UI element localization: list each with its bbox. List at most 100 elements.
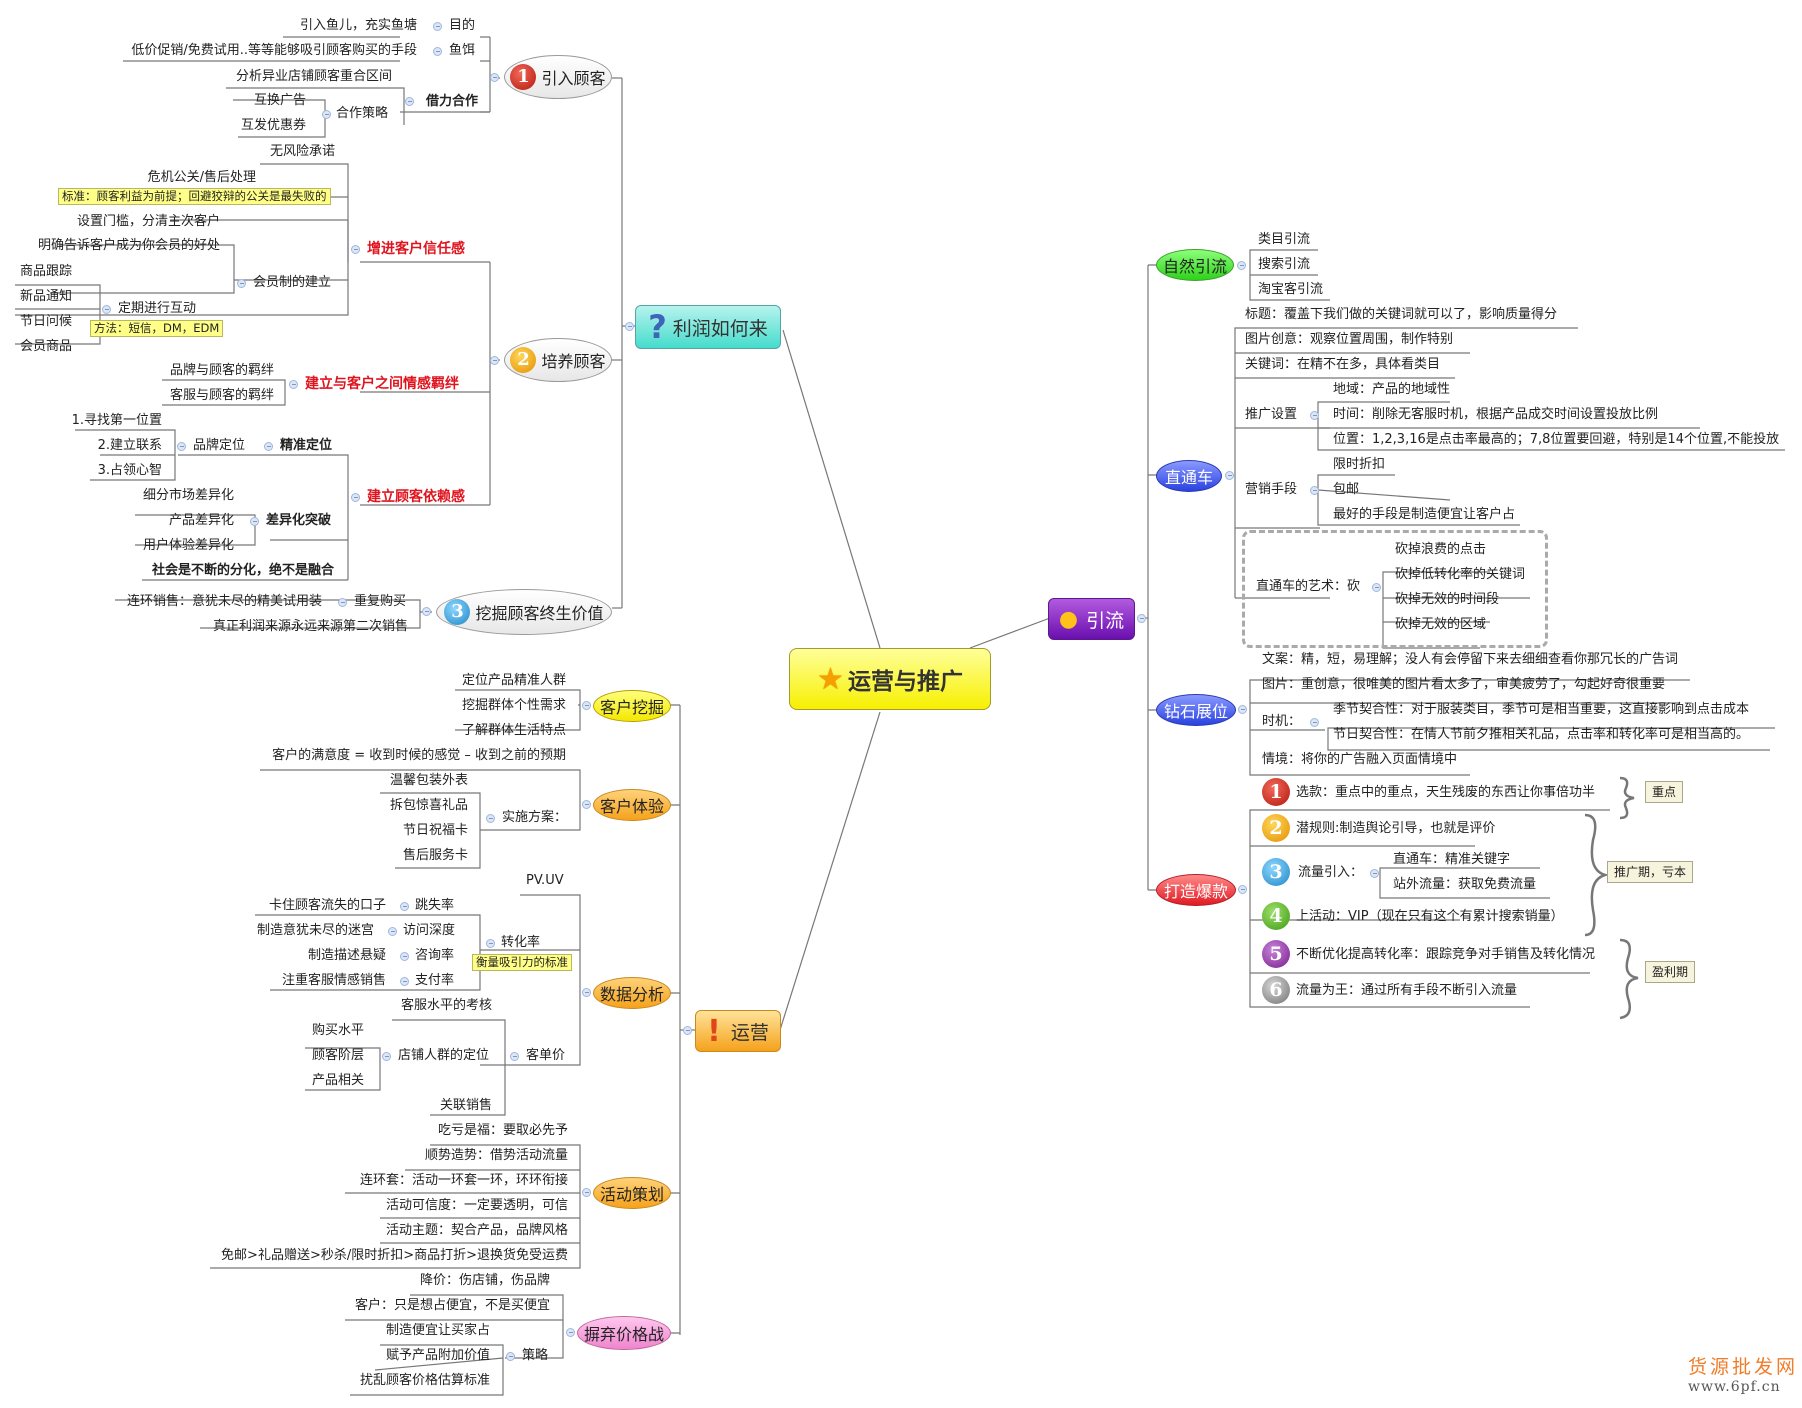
collapse-toggle[interactable] <box>1310 486 1319 495</box>
node-crowd-item[interactable]: 购买水平 <box>312 1023 365 1038</box>
node-interact-item[interactable]: 节日问候 <box>20 314 73 329</box>
node-activity-item[interactable]: 活动主题：契合产品，品牌风格 <box>385 1223 568 1238</box>
node-setting-item[interactable]: 时间：削除无客服时机，根据产品成交时间设置投放比例 <box>1333 407 1659 422</box>
node-conv-metric[interactable]: 访问深度 <box>403 923 456 938</box>
collapse-toggle[interactable] <box>400 902 409 911</box>
collapse-toggle[interactable] <box>625 322 634 331</box>
subtopic-data-analysis[interactable]: 数据分析 <box>593 977 671 1009</box>
collapse-toggle[interactable] <box>1370 869 1379 878</box>
collapse-toggle[interactable] <box>264 442 273 451</box>
subtopic-activity-planning[interactable]: 活动策划 <box>593 1177 671 1209</box>
node-ztc-setting[interactable]: 推广设置 <box>1245 407 1298 422</box>
collapse-toggle[interactable] <box>582 800 591 809</box>
collapse-toggle[interactable] <box>250 517 259 526</box>
collapse-toggle[interactable] <box>102 305 111 314</box>
collapse-toggle[interactable] <box>683 1026 692 1035</box>
node-member-m1[interactable]: 设置门槛，分清主次客户 <box>76 214 220 229</box>
collapse-toggle[interactable] <box>1310 411 1319 420</box>
subtopic-cultivate-customers[interactable]: 2 培养顾客 <box>504 338 612 382</box>
collapse-toggle[interactable] <box>388 927 397 936</box>
subtopic-abandon-price-war[interactable]: 摒弃价格战 <box>577 1316 671 1350</box>
collapse-toggle[interactable] <box>566 1328 575 1337</box>
node-activity-item[interactable]: 吃亏是福：要取必先予 <box>437 1123 568 1138</box>
node-conv-metric[interactable]: 咨询率 <box>415 948 455 963</box>
node-hot-step[interactable]: 选款：重点中的重点，天生残废的东西让你事倍功半 <box>1296 785 1596 800</box>
node-timing-item[interactable]: 季节契合性：对于服装类目，季节可是相当重要，这直接影响到点击成本 <box>1333 702 1750 717</box>
node-coop[interactable]: 借力合作 <box>425 94 478 109</box>
node-crowd-item[interactable]: 顾客阶层 <box>312 1048 365 1063</box>
collapse-toggle[interactable] <box>351 245 360 254</box>
node-diff-item[interactable]: 细分市场差异化 <box>142 488 234 503</box>
node-hot-step[interactable]: 不断优化提高转化率：跟踪竞争对手销售及转化情况 <box>1296 947 1596 962</box>
collapse-toggle[interactable] <box>400 952 409 961</box>
node-experience-plan[interactable]: 实施方案： <box>502 810 568 825</box>
node-member[interactable]: 会员制的建立 <box>253 275 332 290</box>
collapse-toggle[interactable] <box>433 22 442 31</box>
collapse-toggle[interactable] <box>1137 614 1146 623</box>
node-price-c3[interactable]: 关联销售 <box>440 1098 493 1113</box>
subtopic-customer-mining[interactable]: 客户挖掘 <box>593 690 671 722</box>
collapse-toggle[interactable] <box>1237 261 1246 270</box>
node-rely[interactable]: 建立顾客依赖感 <box>367 489 465 505</box>
node-experience-c1[interactable]: 客户的满意度 = 收到时候的感觉 – 收到之前的预期 <box>272 748 566 763</box>
node-repeat[interactable]: 重复购买 <box>354 594 407 609</box>
node-activity-item[interactable]: 顺势造势：借势活动流量 <box>424 1148 568 1163</box>
node-member-m2[interactable]: 明确告诉客户成为你会员的好处 <box>37 238 220 253</box>
node-diff[interactable]: 差异化突破 <box>266 513 332 528</box>
node-pricewar-c1[interactable]: 降价：伤店铺，伤品牌 <box>419 1273 550 1288</box>
node-timing-item[interactable]: 节日契合性：在情人节前夕推相关礼品，点击率和转化率可是相当高的。 <box>1333 727 1750 742</box>
node-interact-item[interactable]: 会员商品 <box>20 339 73 354</box>
node-crowd-item[interactable]: 产品相关 <box>312 1073 365 1088</box>
collapse-toggle[interactable] <box>582 701 591 710</box>
collapse-toggle[interactable] <box>422 607 431 616</box>
node-coop-c1[interactable]: 分析异业店铺顾客重合区间 <box>235 69 392 84</box>
node-diamond-c1[interactable]: 文案：精，短，易理解；没人有会停留下来去细细查看你那冗长的广告词 <box>1262 652 1679 667</box>
node-hot-sub[interactable]: 站外流量：获取免费流量 <box>1393 877 1537 892</box>
topic-profit[interactable]: ? 利润如何来 <box>635 305 781 349</box>
node-art-item[interactable]: 砍掉无效的时间段 <box>1395 592 1500 607</box>
node-hot-step[interactable]: 流量为王：通过所有手段不断引入流量 <box>1296 983 1518 998</box>
node-trust[interactable]: 增进客户信任感 <box>367 241 465 257</box>
collapse-toggle[interactable] <box>351 493 360 502</box>
node-hot-step[interactable]: 潜规则:制造舆论引导，也就是评价 <box>1296 821 1496 836</box>
subtopic-lifetime-value[interactable]: 3 挖掘顾客终生价值 <box>436 589 612 635</box>
node-repeat-child[interactable]: 连环销售：意犹未尽的精美试用装 <box>126 594 322 609</box>
node-conv-metric-child[interactable]: 注重客服情感销售 <box>281 973 386 988</box>
collapse-toggle[interactable] <box>322 110 331 119</box>
collapse-toggle[interactable] <box>582 988 591 997</box>
subtopic-diamond-booth[interactable]: 钻石展位 <box>1156 694 1236 726</box>
collapse-toggle[interactable] <box>582 1188 591 1197</box>
subtopic-hot-product[interactable]: 打造爆款 <box>1156 874 1236 906</box>
node-plan-item[interactable]: 售后服务卡 <box>402 848 468 863</box>
node-conv-metric[interactable]: 支付率 <box>415 973 455 988</box>
subtopic-attract-customers[interactable]: 1 引入顾客 <box>504 55 612 99</box>
collapse-toggle[interactable] <box>1372 583 1381 592</box>
node-conversion[interactable]: 转化率 <box>501 935 541 950</box>
node-hot-sub[interactable]: 直通车：精准关键字 <box>1393 852 1511 867</box>
node-precise-item[interactable]: 1.寻找第一位置 <box>71 413 162 428</box>
node-art-item[interactable]: 砍掉浪费的点击 <box>1395 542 1487 557</box>
node-ztc-marketing[interactable]: 营销手段 <box>1245 482 1298 497</box>
node-price-c1[interactable]: 客服水平的考核 <box>400 998 492 1013</box>
subtopic-through-train[interactable]: 直通车 <box>1156 460 1222 492</box>
node-diamond-c4[interactable]: 情境：将你的广告融入页面情境中 <box>1262 752 1458 767</box>
topic-operations[interactable]: ! 运营 <box>695 1010 781 1052</box>
node-plan-item[interactable]: 拆包惊喜礼品 <box>389 798 468 813</box>
node-mining-item[interactable]: 了解群体生活特点 <box>461 723 566 738</box>
node-activity-item[interactable]: 活动可信度：一定要透明，可信 <box>385 1198 568 1213</box>
node-art-item[interactable]: 砍掉低转化率的关键词 <box>1395 567 1526 582</box>
node-ztc-c2[interactable]: 图片创意：观察位置周围，制作特别 <box>1245 332 1454 347</box>
node-pricewar-c2[interactable]: 客户：只是想占便宜，不是买便宜 <box>354 1298 550 1313</box>
node-natural-item[interactable]: 淘宝客引流 <box>1258 282 1324 297</box>
node-marketing-item[interactable]: 包邮 <box>1333 482 1360 497</box>
node-setting-item[interactable]: 位置：1,2,3,16是点击率最高的；7,8位置要回避，特别是14个位置,不能投… <box>1333 432 1780 447</box>
node-natural-item[interactable]: 类目引流 <box>1258 232 1311 247</box>
node-mining-item[interactable]: 挖掘群体个性需求 <box>461 698 566 713</box>
node-diamond-c2[interactable]: 图片：重创意，很唯美的图片看太多了，审美疲劳了，勾起好奇很重要 <box>1262 677 1666 692</box>
node-strategy-item[interactable]: 制造便宜让买家占 <box>385 1323 490 1338</box>
collapse-toggle[interactable] <box>486 814 495 823</box>
node-lifetime-c2[interactable]: 真正利润来源永远来源第二次销售 <box>212 619 408 634</box>
collapse-toggle[interactable] <box>490 356 499 365</box>
node-interact-item[interactable]: 新品通知 <box>20 289 73 304</box>
node-crowd[interactable]: 店铺人群的定位 <box>398 1048 490 1063</box>
